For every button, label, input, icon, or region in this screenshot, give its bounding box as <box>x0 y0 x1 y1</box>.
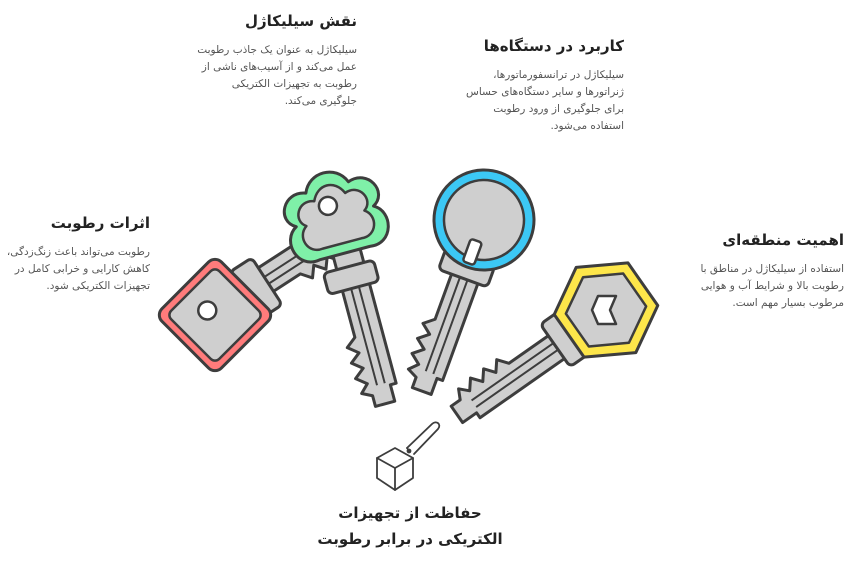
role-text: سیلیکاژل به عنوان یک جاذب رطوبت عمل می‌ک… <box>197 44 357 107</box>
usage-text: سیلیکاژل در ترانسفورماتورها، ژنراتورها و… <box>466 69 624 132</box>
box-pen-icon <box>376 421 441 491</box>
yellow-key-icon <box>449 261 660 425</box>
blue-key-icon <box>406 168 536 396</box>
regional-text: استفاده از سیلیکاژل در مناطق با رطوبت با… <box>700 263 844 309</box>
main-title-line1: حفاظت از تجهیزات <box>338 504 482 522</box>
usage-block: کاربرد در دستگاه‌ها سیلیکاژل در ترانسفور… <box>462 37 624 135</box>
main-title-line2: الکتریکی در برابر رطوبت <box>317 530 503 548</box>
effects-text: رطوبت می‌تواند باعث زنگ‌زدگی، کاهش کارای… <box>6 246 150 292</box>
role-title: نقش سیلیکاژل <box>245 12 357 30</box>
regional-block: اهمیت منطقه‌ای استفاده از سیلیکاژل در من… <box>672 231 844 312</box>
green-key-icon <box>282 170 398 408</box>
regional-title: اهمیت منطقه‌ای <box>722 231 844 249</box>
effects-title: اثرات رطوبت <box>50 214 150 232</box>
role-block: نقش سیلیکاژل سیلیکاژل به عنوان یک جاذب ر… <box>195 12 357 110</box>
effects-block: اثرات رطوبت رطوبت می‌تواند باعث زنگ‌زدگی… <box>2 214 150 295</box>
usage-title: کاربرد در دستگاه‌ها <box>483 37 624 55</box>
main-title: حفاظت از تجهیزات الکتریکی در برابر رطوبت <box>260 500 560 552</box>
